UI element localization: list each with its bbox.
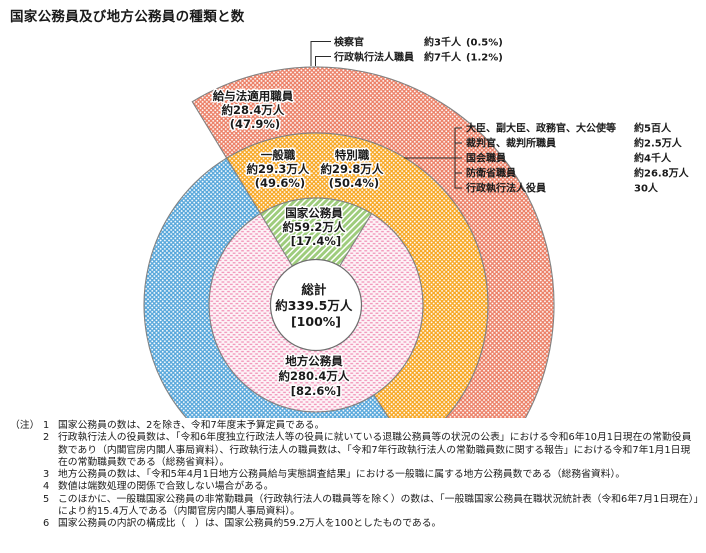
- callout-lines: [310, 41, 462, 189]
- note-text: 地方公務員の数は、「令和5年4月1日地方公務員給与実態調査結果」における一般職に…: [58, 469, 626, 481]
- note-text: 数値は端数処理の関係で合致しない場合がある。: [58, 481, 274, 493]
- note-item-4: 4 数値は端数処理の関係で合致しない場合がある。: [43, 481, 700, 493]
- total-label: 総計 約339.5万人 [100%]: [275, 282, 356, 329]
- local-wedge-label: 地方公務員 約280.4万人 [82.6%]: [279, 354, 354, 398]
- notes-list: 1 国家公務員の数は、2を除き、令和7年度末予算定員である。 2 行政執行法人の…: [43, 420, 700, 531]
- note-text: 国家公務員の数は、2を除き、令和7年度末予算定員である。: [58, 420, 325, 431]
- note-text: 行政執行法人の役員数は、「令和6年度独立行政法人等の役員に就いている退職公務員等…: [58, 432, 692, 468]
- special-row-ministers-label: 大臣、副大臣、政務官、大公使等: [466, 122, 616, 135]
- special-breakdown-bracket: [454, 127, 462, 189]
- note-text: このほかに、一般職国家公務員の非常勤職員（行政執行法人の職員等を除く）の数は、「…: [58, 493, 699, 518]
- wedge-layer: [143, 66, 555, 418]
- admin-agency-callout-label: 行政執行法人職員: [333, 51, 414, 64]
- special-row-diet-staff-label: 国会職員: [466, 152, 506, 165]
- note-text: 国家公務員の内訳の構成比（ ）は、国家公務員約59.2万人を100としたものであ…: [58, 518, 442, 530]
- note-item-5: 5 このほかに、一般職国家公務員の非常勤職員（行政執行法人の職員等を除く）の数は…: [43, 494, 700, 519]
- note-item-6: 6 国家公務員の内訳の構成比（ ）は、国家公務員約59.2万人を100としたもの…: [43, 518, 700, 530]
- note-item-1: 1 国家公務員の数は、2を除き、令和7年度末予算定員である。: [43, 420, 700, 432]
- regular-service-wedge-label: 一般職 約29.3万人 (49.6%): [247, 148, 314, 190]
- special-row-diet-staff-value: 約4千人: [634, 152, 672, 165]
- wedge-pay-law-employees: [191, 66, 555, 418]
- note-item-2: 2 行政執行法人の役員数は、「令和6年度独立行政法人等の役員に就いている退職公務…: [43, 432, 700, 469]
- fan-chart: 検察官 約3千人(0.5%) 行政執行法人職員 約7千人(1.2%) 大臣、副大…: [143, 36, 690, 418]
- prosecutor-callout-label: 検察官: [334, 36, 364, 49]
- total-center-circle: [269, 258, 363, 352]
- notes-prefix: （注）: [10, 420, 40, 431]
- note-item-3: 3 地方公務員の数は、「令和5年4月1日地方公務員給与実態調査結果」における一般…: [43, 469, 700, 481]
- notes-block: （注） 1 国家公務員の数は、2を除き、令和7年度末予算定員である。 2 行政執…: [10, 420, 700, 531]
- note-number: 3: [43, 469, 50, 481]
- admin-agency-callout-line: [315, 56, 331, 66]
- note-number: 2: [43, 432, 50, 444]
- admin-agency-callout-value: 約7千人(1.2%): [424, 51, 503, 64]
- special-row-agency-officers-label: 行政執行法人役員: [465, 182, 546, 195]
- special-service-wedge-label: 特別職 約29.8万人 (50.4%): [321, 148, 388, 190]
- special-row-judges-label: 裁判官、裁判所職員: [466, 137, 556, 150]
- special-row-defense-value: 約26.8万人: [634, 167, 690, 180]
- note-number: 6: [43, 518, 50, 530]
- prosecutor-callout-value: 約3千人(0.5%): [424, 36, 503, 49]
- special-row-defense-label: 防衛省職員: [466, 167, 516, 180]
- wedge-special-service: [143, 157, 390, 418]
- chart-labels: 検察官 約3千人(0.5%) 行政執行法人職員 約7千人(1.2%) 大臣、副大…: [211, 36, 690, 400]
- prosecutor-callout-line: [310, 41, 331, 66]
- note-number: 4: [43, 481, 50, 493]
- national-wedge-label: 国家公務員 約59.2万人 [17.4%]: [283, 206, 350, 248]
- pay-law-wedge-label: 給与法適用職員 約28.4万人 (47.9%): [213, 89, 298, 131]
- special-row-agency-officers-value: 30人: [634, 182, 659, 195]
- special-row-judges-value: 約2.5万人: [634, 137, 683, 150]
- page-title: 国家公務員及び地方公務員の種類と数: [10, 9, 245, 25]
- special-row-ministers-value: 約5百人: [634, 122, 672, 135]
- note-number: 1: [43, 420, 50, 431]
- note-number: 5: [43, 493, 50, 505]
